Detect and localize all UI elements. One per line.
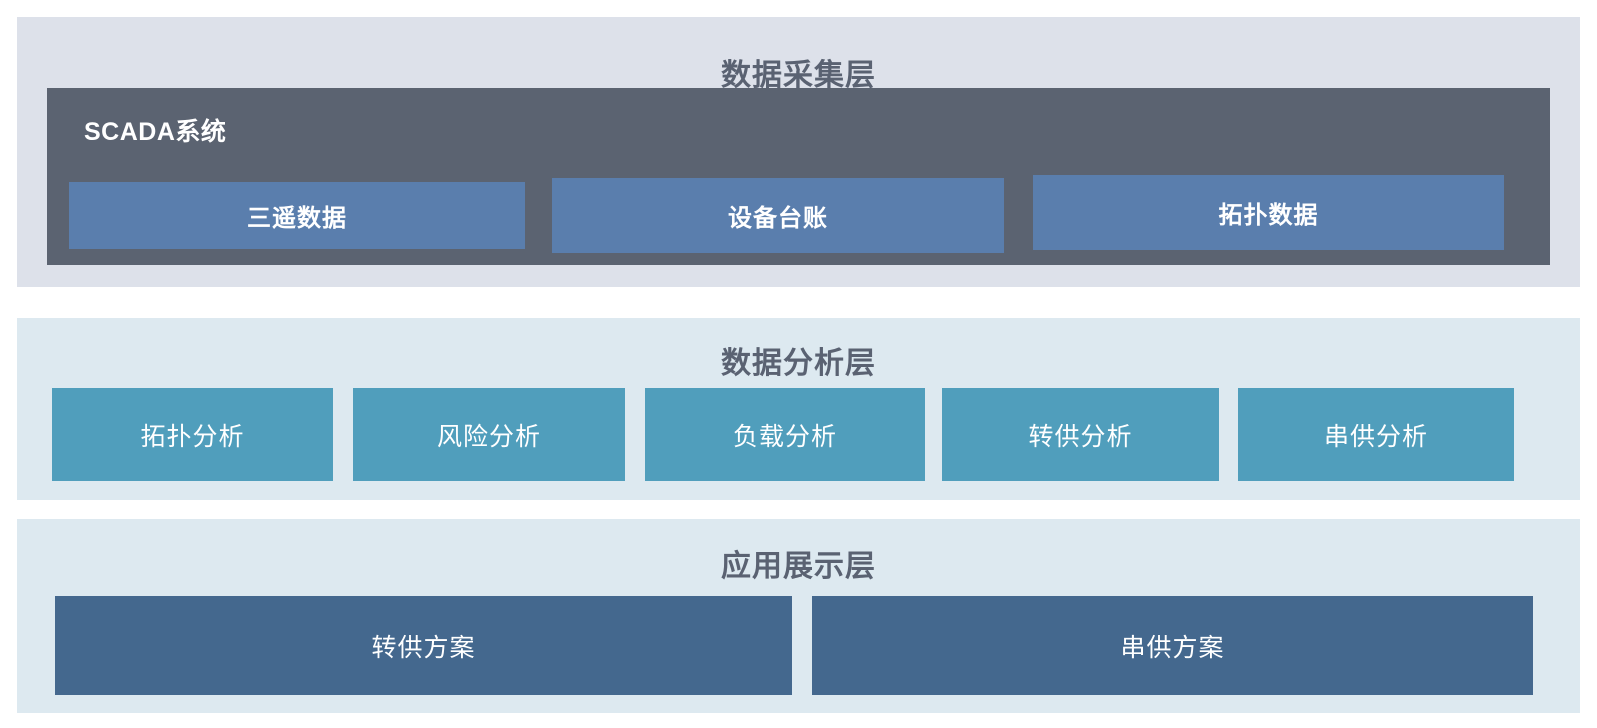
application-box-series-supply-plan[interactable]: 串供方案	[812, 596, 1533, 695]
collect-box-three-remote-data[interactable]: 三遥数据	[69, 182, 525, 249]
analysis-box-transfer-supply[interactable]: 转供分析	[942, 388, 1219, 481]
analysis-box-series-supply[interactable]: 串供分析	[1238, 388, 1514, 481]
scada-system-panel-title: SCADA系统	[84, 118, 227, 146]
collect-box-equipment-ledger[interactable]: 设备台账	[552, 178, 1004, 253]
layer-data-analysis: 数据分析层 拓扑分析 风险分析 负载分析 转供分析 串供分析	[17, 318, 1580, 500]
layer-application-display-title: 应用展示层	[721, 550, 876, 583]
application-box-transfer-supply-plan[interactable]: 转供方案	[55, 596, 792, 695]
analysis-box-topology[interactable]: 拓扑分析	[52, 388, 333, 481]
analysis-box-load[interactable]: 负载分析	[645, 388, 925, 481]
collect-box-topology-data[interactable]: 拓扑数据	[1033, 175, 1504, 250]
layer-data-analysis-title: 数据分析层	[721, 347, 876, 380]
scada-system-panel: SCADA系统 三遥数据 设备台账 拓扑数据	[47, 88, 1550, 265]
layer-application-display: 应用展示层 转供方案 串供方案	[17, 519, 1580, 713]
analysis-box-risk[interactable]: 风险分析	[353, 388, 625, 481]
layer-data-collection-title: 数据采集层	[721, 59, 876, 92]
layer-data-collection: 数据采集层 SCADA系统 三遥数据 设备台账 拓扑数据	[17, 17, 1580, 287]
